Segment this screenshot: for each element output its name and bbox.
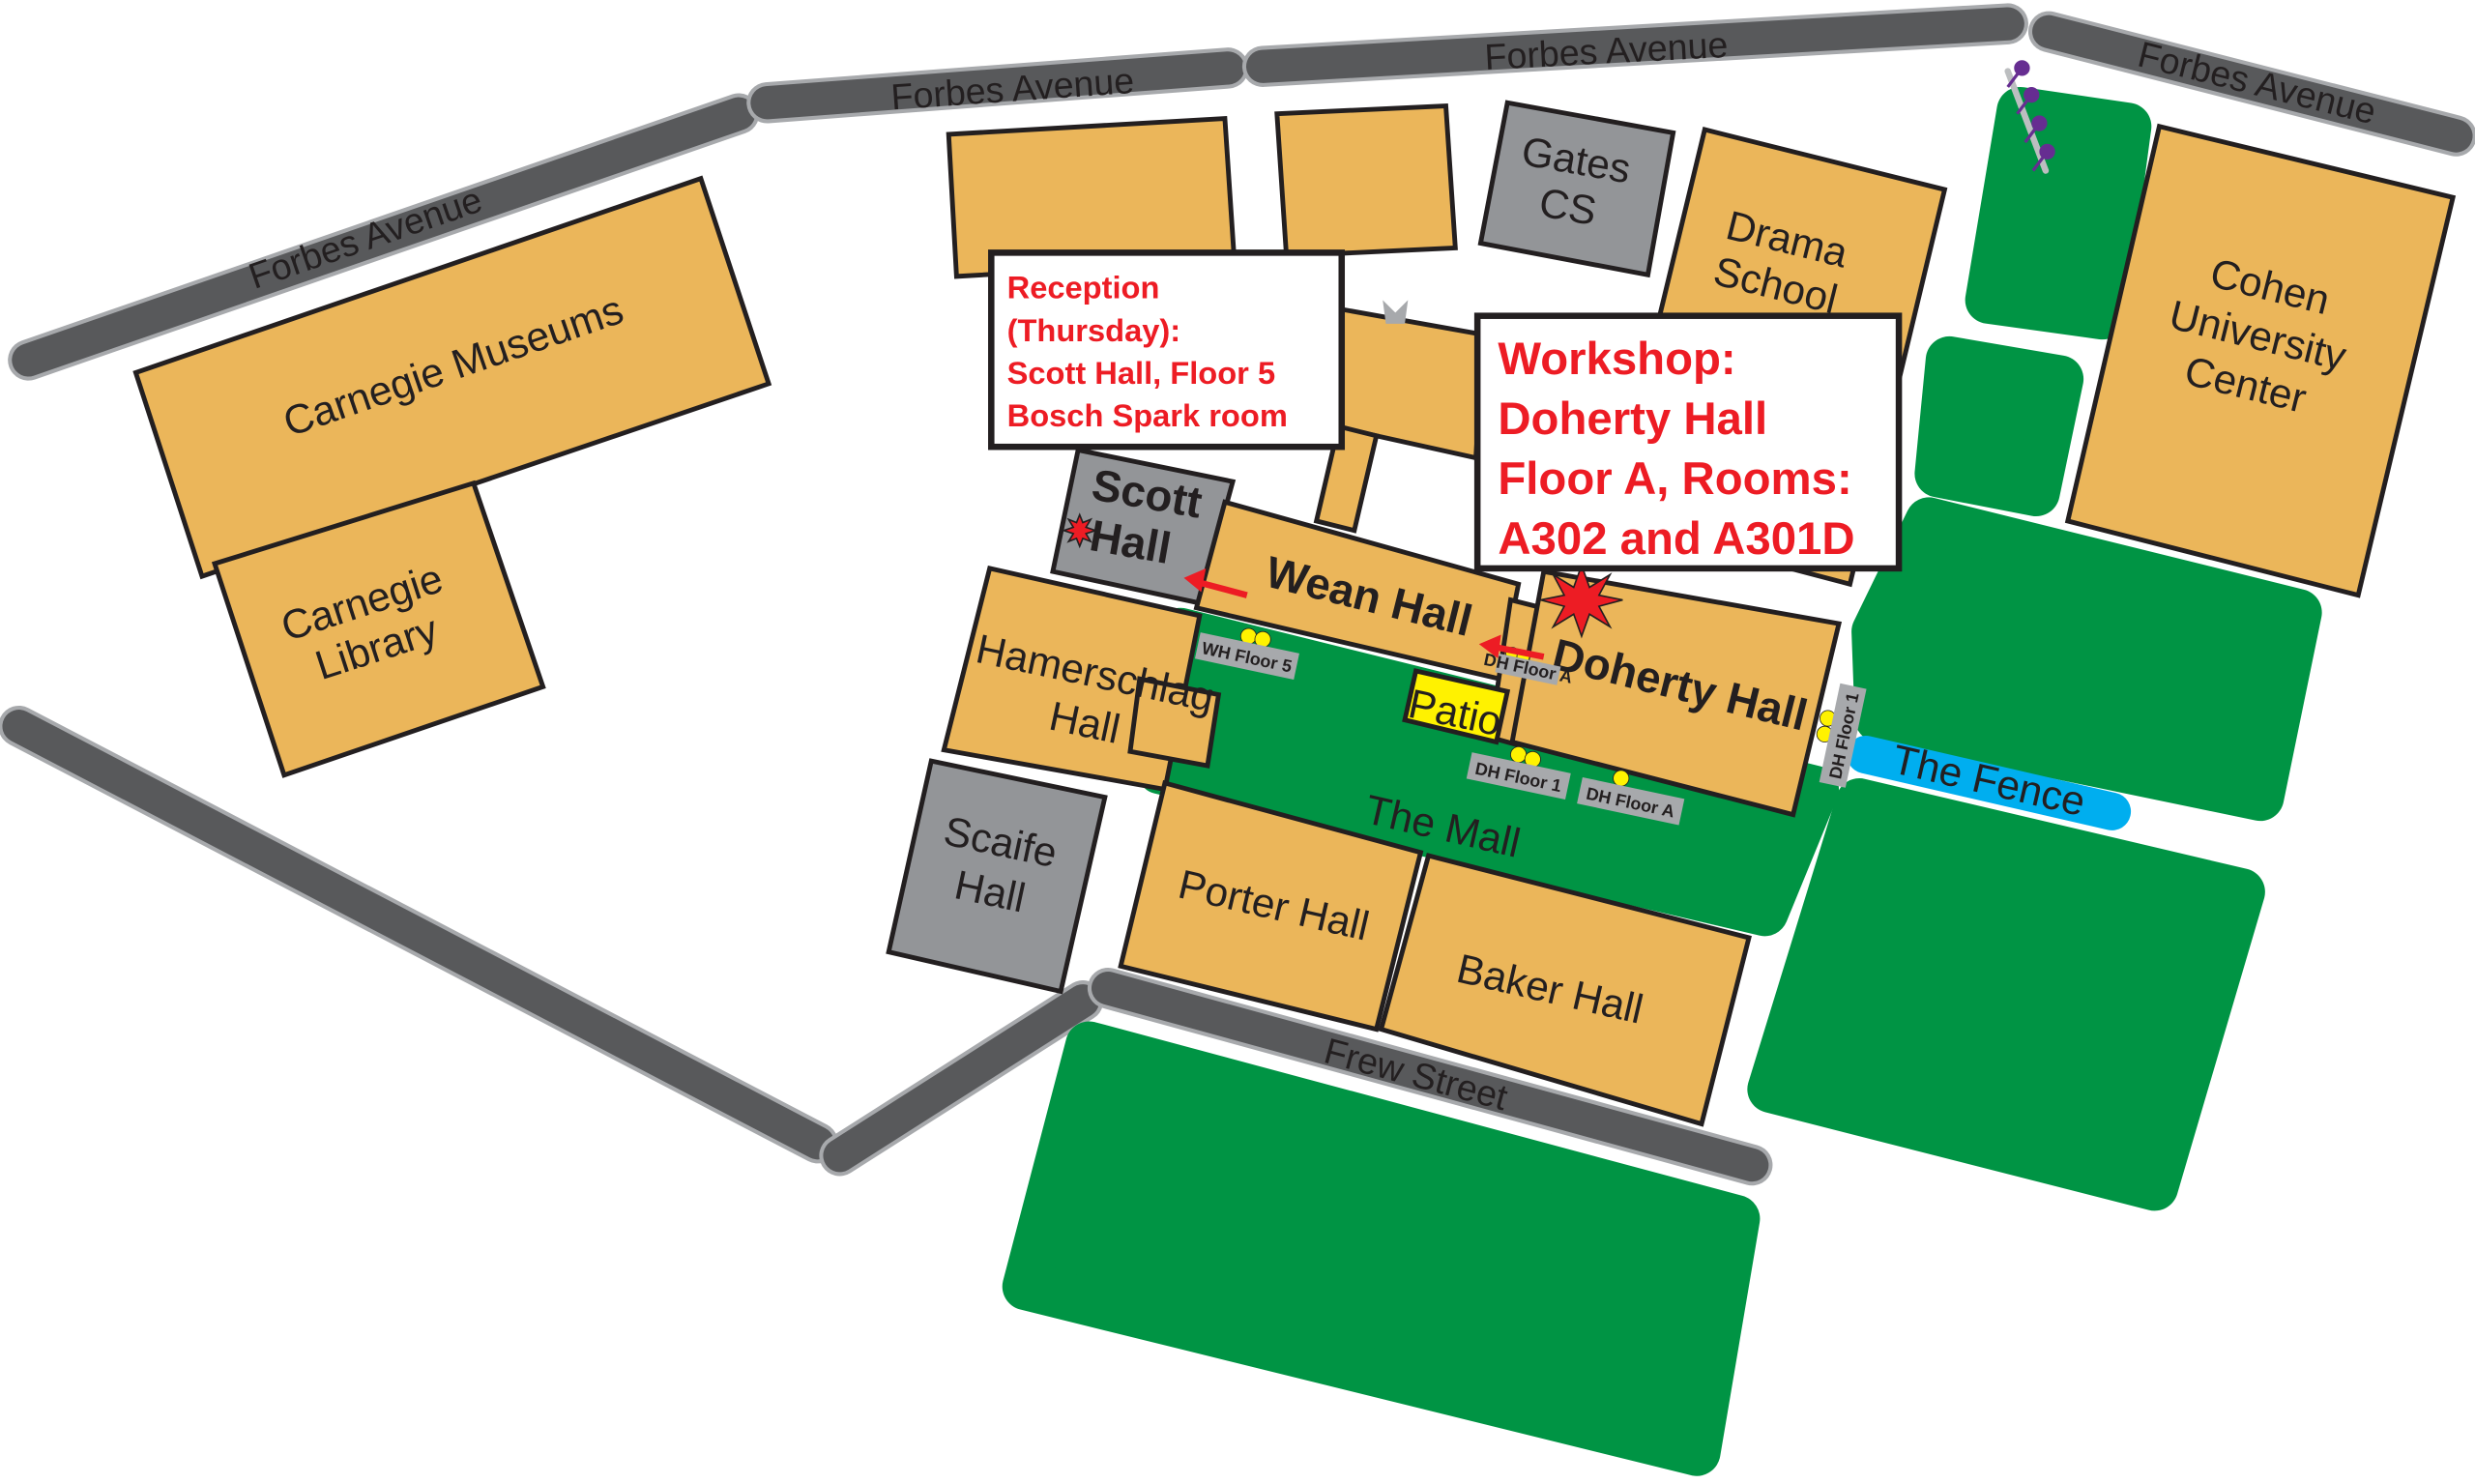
patio [1402,668,1511,745]
building-hamerschlag-wing [1127,676,1222,769]
road-lower-west [2,710,834,1160]
arrow-to-scott-hall-icon [1183,567,1248,598]
reception-callout-text: Reception (Thursday): Scott Hall, Floor … [1007,270,1288,433]
label-gates-cs: GatesCS [1510,128,1634,238]
green-south [1002,1021,1761,1476]
building-baker-hall [1378,853,1752,1127]
workshop-callout-text: Workshop: Doherty Hall Floor A, Rooms: A… [1498,334,1865,565]
building-porter-hall [1118,779,1424,1033]
green-northeast [1965,86,2152,340]
building-scaife-hall [886,758,1108,995]
building-gates-cs [1477,100,1676,278]
road-label-forbes-2: Forbes Avenue [889,60,1135,117]
road-frew [1091,972,1769,1182]
rooftop-marker [1383,300,1409,324]
building-north-2 [1274,102,1458,259]
reception-star-icon [1061,512,1098,549]
buildings: Carnegie Museums CarnegieLibrary GatesCS… [132,100,2457,1127]
road-forbes-4 [2032,15,2473,153]
green-east [1851,497,2322,822]
building-doherty-hall [1509,568,1843,818]
building-cohen-university-center [2064,123,2457,598]
the-fence [1847,735,2132,830]
markers [1061,512,1623,660]
road-lower-link [823,984,1100,1173]
road-forbes-2 [750,51,1245,120]
workshop-callout: Workshop: Doherty Hall Floor A, Rooms: A… [1473,312,1903,572]
building-carnegie-library [211,480,546,778]
green-southeast [1747,778,2265,1211]
green-east-small [1914,335,2084,517]
workshop-star-icon [1540,563,1623,639]
green-spaces: The Fence The Mall [1002,86,2322,1476]
road-forbes-1 [12,97,756,377]
building-carnegie-museums [132,175,772,580]
reception-callout: Reception (Thursday): Scott Hall, Floor … [988,249,1346,451]
arrow-to-wean-hall-icon [1478,634,1545,660]
people-line-icon [2004,60,2055,174]
building-connector [1313,422,1380,534]
road-forbes-3 [1245,7,2024,83]
